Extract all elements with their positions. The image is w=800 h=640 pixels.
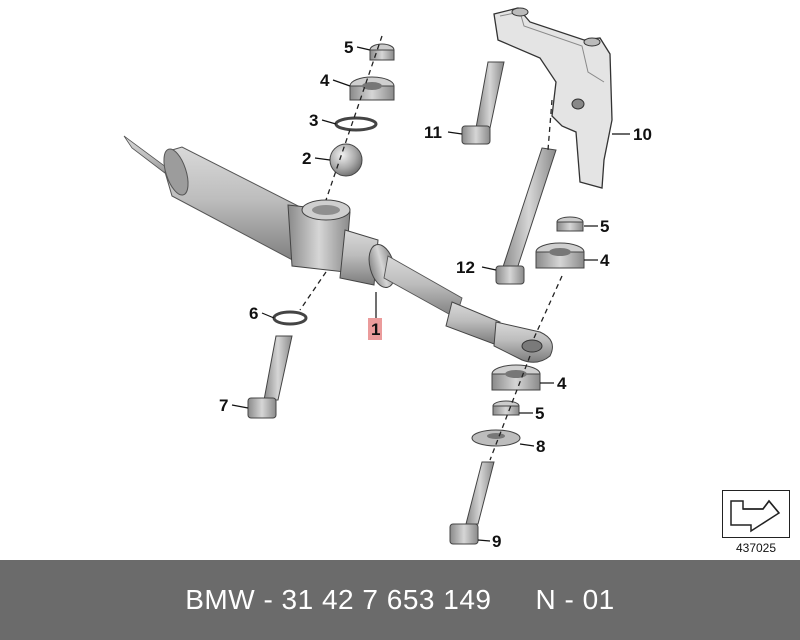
reference-number: 437025 bbox=[735, 541, 777, 555]
left-lower-parts bbox=[247, 310, 308, 419]
bolt-12 bbox=[495, 147, 557, 285]
callout-5-right: 5 bbox=[600, 217, 609, 236]
reference-box bbox=[722, 490, 790, 538]
callout-2: 2 bbox=[302, 149, 311, 168]
steering-damper bbox=[123, 135, 553, 363]
callout-4-lower: 4 bbox=[557, 374, 567, 393]
callout-labels: 5 4 3 2 1 6 7 11 10 5 4 12 4 5 8 9 bbox=[219, 38, 652, 551]
callout-4-top: 4 bbox=[320, 71, 330, 90]
leader-lines bbox=[231, 46, 630, 542]
bolt-11 bbox=[461, 61, 505, 145]
top-parts-stack bbox=[329, 43, 395, 177]
footer-bar: BMW - 31 42 7 653 149 N - 01 bbox=[0, 560, 800, 640]
bracket bbox=[493, 7, 613, 189]
callout-11: 11 bbox=[424, 123, 442, 142]
callout-7: 7 bbox=[219, 396, 228, 415]
lower-parts-stack bbox=[449, 364, 541, 545]
arrow-corner-icon bbox=[730, 499, 781, 533]
right-parts-stack bbox=[535, 216, 585, 269]
part-1-highlight bbox=[368, 318, 382, 340]
callout-6: 6 bbox=[249, 304, 258, 323]
callout-5-lower: 5 bbox=[535, 404, 544, 423]
callout-8: 8 bbox=[536, 437, 545, 456]
callout-5-top: 5 bbox=[344, 38, 353, 57]
callout-9: 9 bbox=[492, 532, 501, 551]
callout-3: 3 bbox=[309, 111, 318, 130]
callout-4-right: 4 bbox=[600, 251, 610, 270]
part-index: N - 01 bbox=[535, 584, 615, 615]
callout-12: 12 bbox=[456, 258, 475, 277]
part-code: BMW - 31 42 7 653 149 bbox=[185, 584, 492, 615]
assembly-axes bbox=[299, 35, 563, 461]
exploded-parts-diagram: 5 4 3 2 1 6 7 11 10 5 4 12 4 5 8 9 bbox=[123, 7, 652, 551]
callout-1: 1 bbox=[371, 320, 380, 339]
callout-10: 10 bbox=[633, 125, 652, 144]
